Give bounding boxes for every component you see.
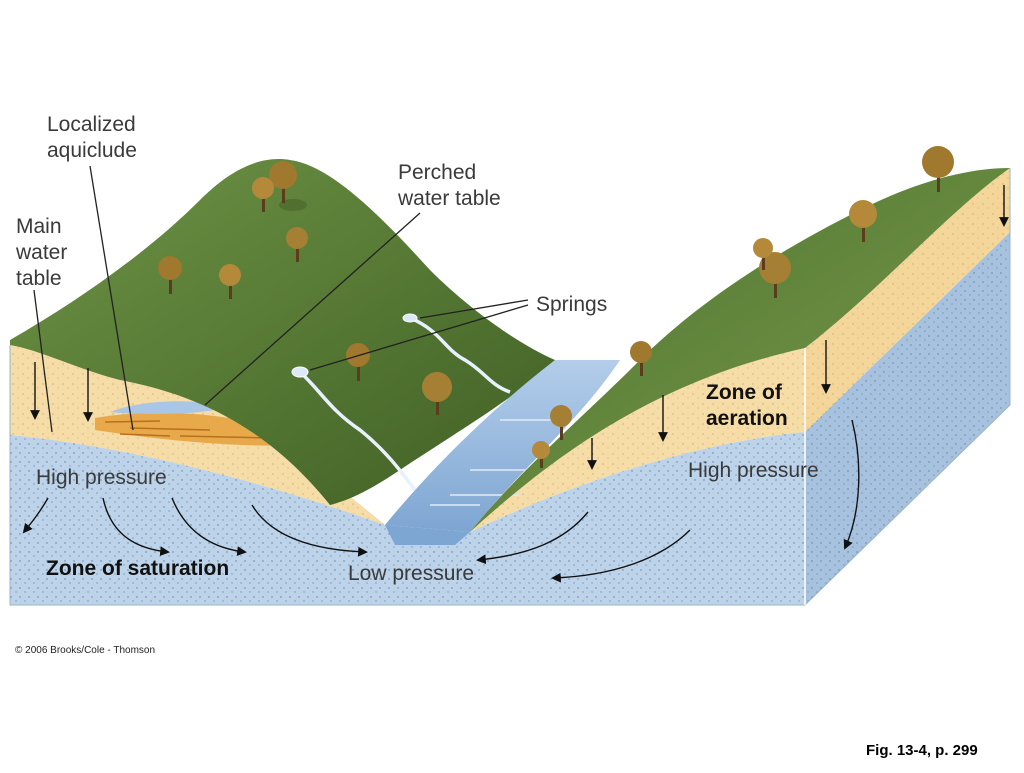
river: [385, 360, 620, 545]
infiltration-arrows: [30, 185, 1009, 470]
spring-streams: [298, 316, 511, 492]
zone-of-aeration-side: [805, 168, 1010, 432]
perched-water-lens: [110, 401, 225, 414]
label-perched-water-table-line1: Perched: [398, 161, 477, 184]
localized-aquiclude-layer: [95, 412, 300, 446]
label-zone-of-aeration-line2: aeration: [706, 407, 788, 430]
spring-upper: [402, 313, 418, 323]
label-main-water-table-line1: Main: [16, 215, 62, 238]
label-high-pressure-right: High pressure: [688, 459, 819, 482]
label-main-water-table-line3: table: [16, 267, 62, 290]
right-hill: [470, 168, 1010, 532]
label-localized-aquiclude-line2: aquiclude: [47, 139, 137, 162]
label-perched-water-table: Perched water table: [398, 160, 501, 212]
leader-lines: [33, 165, 529, 433]
label-zone-of-aeration-line1: Zone of: [706, 381, 782, 404]
label-high-pressure-left: High pressure: [36, 466, 167, 489]
groundwater-flow-arrows: [22, 419, 860, 583]
copyright-notice: © 2006 Brooks/Cole - Thomson: [15, 645, 156, 656]
trees: [158, 146, 954, 468]
left-hill: [10, 159, 555, 505]
spring-lower: [291, 366, 309, 378]
label-main-water-table-line2: water: [16, 241, 68, 264]
label-zone-of-saturation: Zone of saturation: [46, 557, 230, 580]
label-zone-of-aeration: Zone of aeration: [706, 380, 788, 432]
label-low-pressure: Low pressure: [348, 562, 475, 585]
zone-of-saturation-front: [10, 432, 805, 605]
label-localized-aquiclude-line1: Localized: [47, 113, 136, 136]
label-springs: Springs: [536, 293, 608, 316]
label-perched-water-table-line2: water table: [398, 187, 501, 210]
label-localized-aquiclude: Localized aquiclude: [47, 112, 137, 164]
figure-reference: Fig. 13-4, p. 299: [866, 742, 978, 759]
label-main-water-table: Main water table: [16, 214, 67, 292]
zone-of-aeration-right: [470, 348, 805, 532]
